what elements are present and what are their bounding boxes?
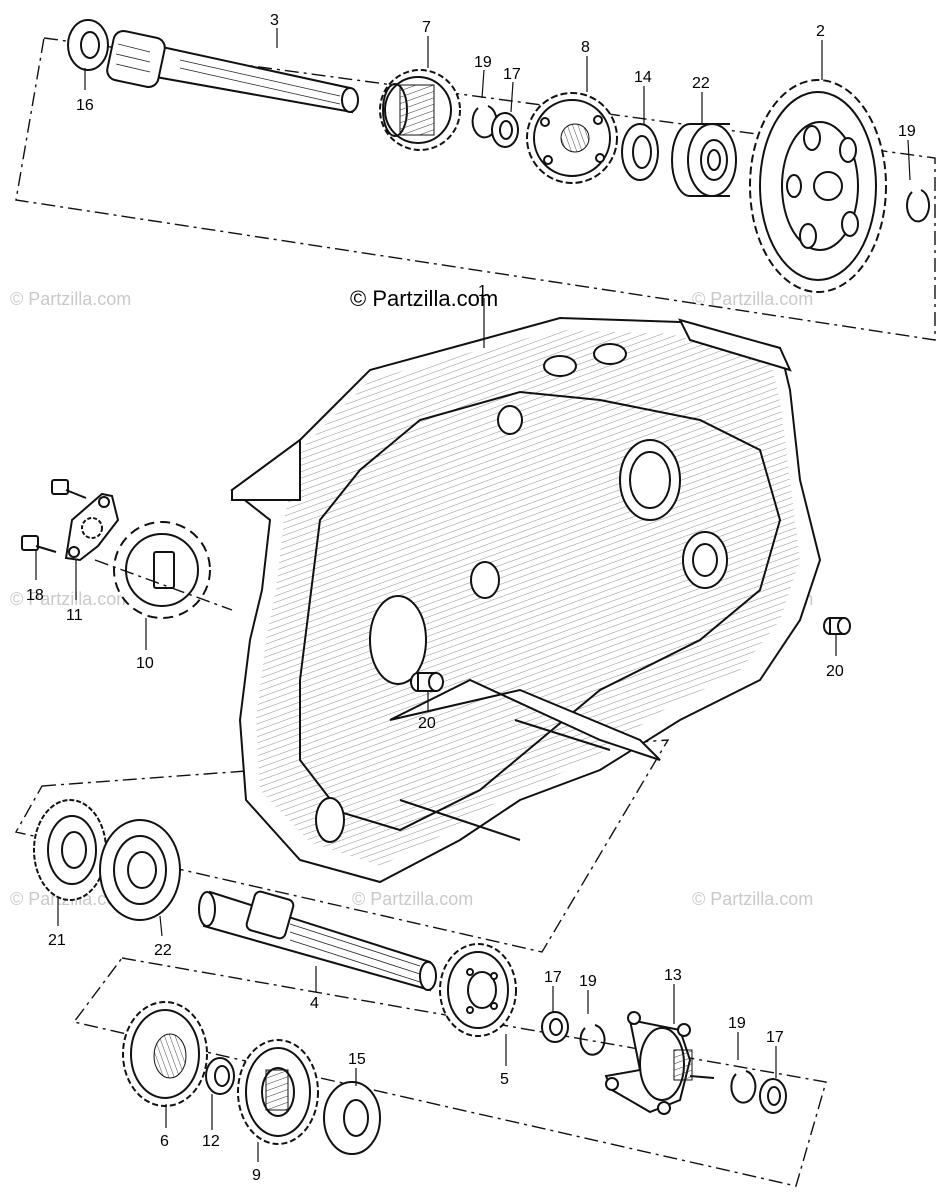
countershaft-3-icon [106,30,359,114]
bearing-22-top-icon [671,123,737,197]
dowel-pin-20-center-icon [410,672,444,692]
label-part-21: 21 [48,932,66,949]
label-part-16: 16 [76,97,94,114]
lower-gear-parts [122,1001,381,1155]
dowel-pins [410,617,851,692]
label-part-22-top: 22 [692,75,710,92]
bearing-21-icon [33,799,107,901]
watermark-low-center: © Partzilla.com [352,889,473,909]
countershaft-parts [67,19,930,293]
sprocket-axis-line [94,559,233,611]
label-part-11: 11 [66,607,83,624]
label-part-12: 12 [202,1133,220,1150]
part-number-labels: 3 7 19 17 8 14 22 2 19 16 18 11 10 1 20 … [26,12,916,1184]
circlip-19-right-icon [906,189,930,223]
washer-17-mid-icon [541,1011,569,1043]
label-part-6: 6 [160,1133,169,1150]
watermark-low-right: © Partzilla.com [692,889,813,909]
label-part-17-mid: 17 [544,969,562,986]
label-part-22-low: 22 [154,942,172,959]
label-part-4: 4 [310,995,319,1012]
gear-5-icon [439,943,517,1037]
countershaft-assembly-outline [15,37,936,341]
circlip-19-low-icon [730,1070,757,1104]
label-part-17-low: 17 [766,1029,784,1046]
sprocket-plate-11-icon [64,492,120,562]
label-part-19-low: 19 [728,1015,746,1032]
washer-16-icon [67,19,109,71]
label-part-13: 13 [664,967,682,984]
copyright-notice: © Partzilla.com [350,286,498,311]
drive-sprocket-10-icon [113,521,211,619]
label-part-20-center: 20 [418,715,436,732]
dowel-pin-20-right-icon [823,617,851,635]
crankcase-1-icon [230,316,822,884]
label-part-20-right: 20 [826,663,844,680]
label-part-5: 5 [500,1071,509,1088]
bearing-22-low-icon [99,819,181,921]
gear-6-icon [122,1001,208,1107]
label-part-2: 2 [816,23,825,40]
label-part-1: 1 [478,283,487,300]
watermark-mid-left: © Partzilla.com [10,589,131,609]
washer-12-icon [205,1057,235,1095]
mainshaft-4-icon [198,890,437,992]
label-part-7: 7 [422,19,431,36]
leader-lines [35,28,911,1162]
label-part-19-top: 19 [474,54,492,71]
label-part-15: 15 [348,1051,366,1068]
lower-gear-assembly-outline [72,957,827,1187]
label-part-9: 9 [252,1167,261,1184]
label-part-18: 18 [26,587,44,604]
hub-13-icon [604,1011,715,1115]
label-part-3: 3 [270,12,279,29]
gear-8-icon [526,92,618,184]
washer-17-low-icon [759,1078,787,1114]
gear-7-icon [379,69,461,151]
label-part-19-right: 19 [898,123,916,140]
drive-sprocket-parts [21,479,233,619]
label-part-8: 8 [581,39,590,56]
circlip-19-top-icon [471,105,498,139]
label-part-19-mid: 19 [579,973,597,990]
bolt-18-icon [21,479,87,553]
watermark-top-right: © Partzilla.com [692,289,813,309]
circlip-19-mid-icon [579,1024,606,1056]
driven-gear-2-icon [749,79,887,293]
label-part-17-top: 17 [503,66,521,83]
watermark-top-left: © Partzilla.com [10,289,131,309]
label-part-10: 10 [136,655,154,672]
washer-17-top-icon [491,112,519,148]
label-part-14: 14 [634,69,652,86]
thrust-washer-15-icon [323,1081,381,1155]
mainshaft-parts [33,799,787,1115]
thrust-washer-14-icon [621,123,659,181]
gear-9-icon [237,1039,319,1145]
